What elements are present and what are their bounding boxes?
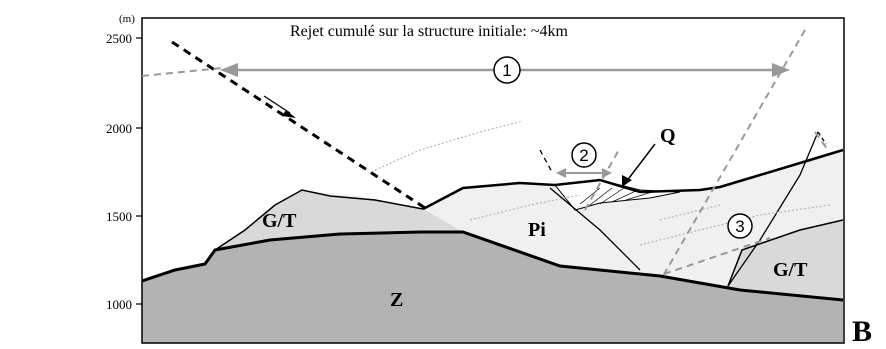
panel-letter: B: [852, 315, 872, 348]
marker-3-label: 3: [735, 217, 744, 236]
y-tick-1000: 1000: [106, 297, 132, 312]
marker-1-label: 1: [502, 61, 511, 80]
q-pointer-arrow: [626, 144, 655, 182]
y-axis-unit: (m): [119, 13, 135, 25]
unit-label-gt-left: G/T: [262, 210, 297, 232]
y-tick-2500: 2500: [106, 31, 132, 46]
y-axis: [136, 38, 142, 304]
black-dashed-fault: [172, 42, 425, 208]
y-tick-1500: 1500: [106, 209, 132, 224]
arrow-2: [556, 168, 612, 178]
figure-title: Rejet cumulé sur la structure initiale: …: [290, 23, 568, 40]
unit-label-gt-right: G/T: [773, 259, 808, 281]
unit-label-pi: Pi: [528, 219, 546, 241]
unit-label-z: Z: [390, 289, 403, 311]
y-tick-2000: 2000: [106, 121, 132, 136]
marker-2-label: 2: [579, 146, 588, 165]
unit-label-q: Q: [660, 125, 676, 147]
geology-layers: [142, 150, 843, 343]
black-short-dashed: [540, 150, 552, 172]
